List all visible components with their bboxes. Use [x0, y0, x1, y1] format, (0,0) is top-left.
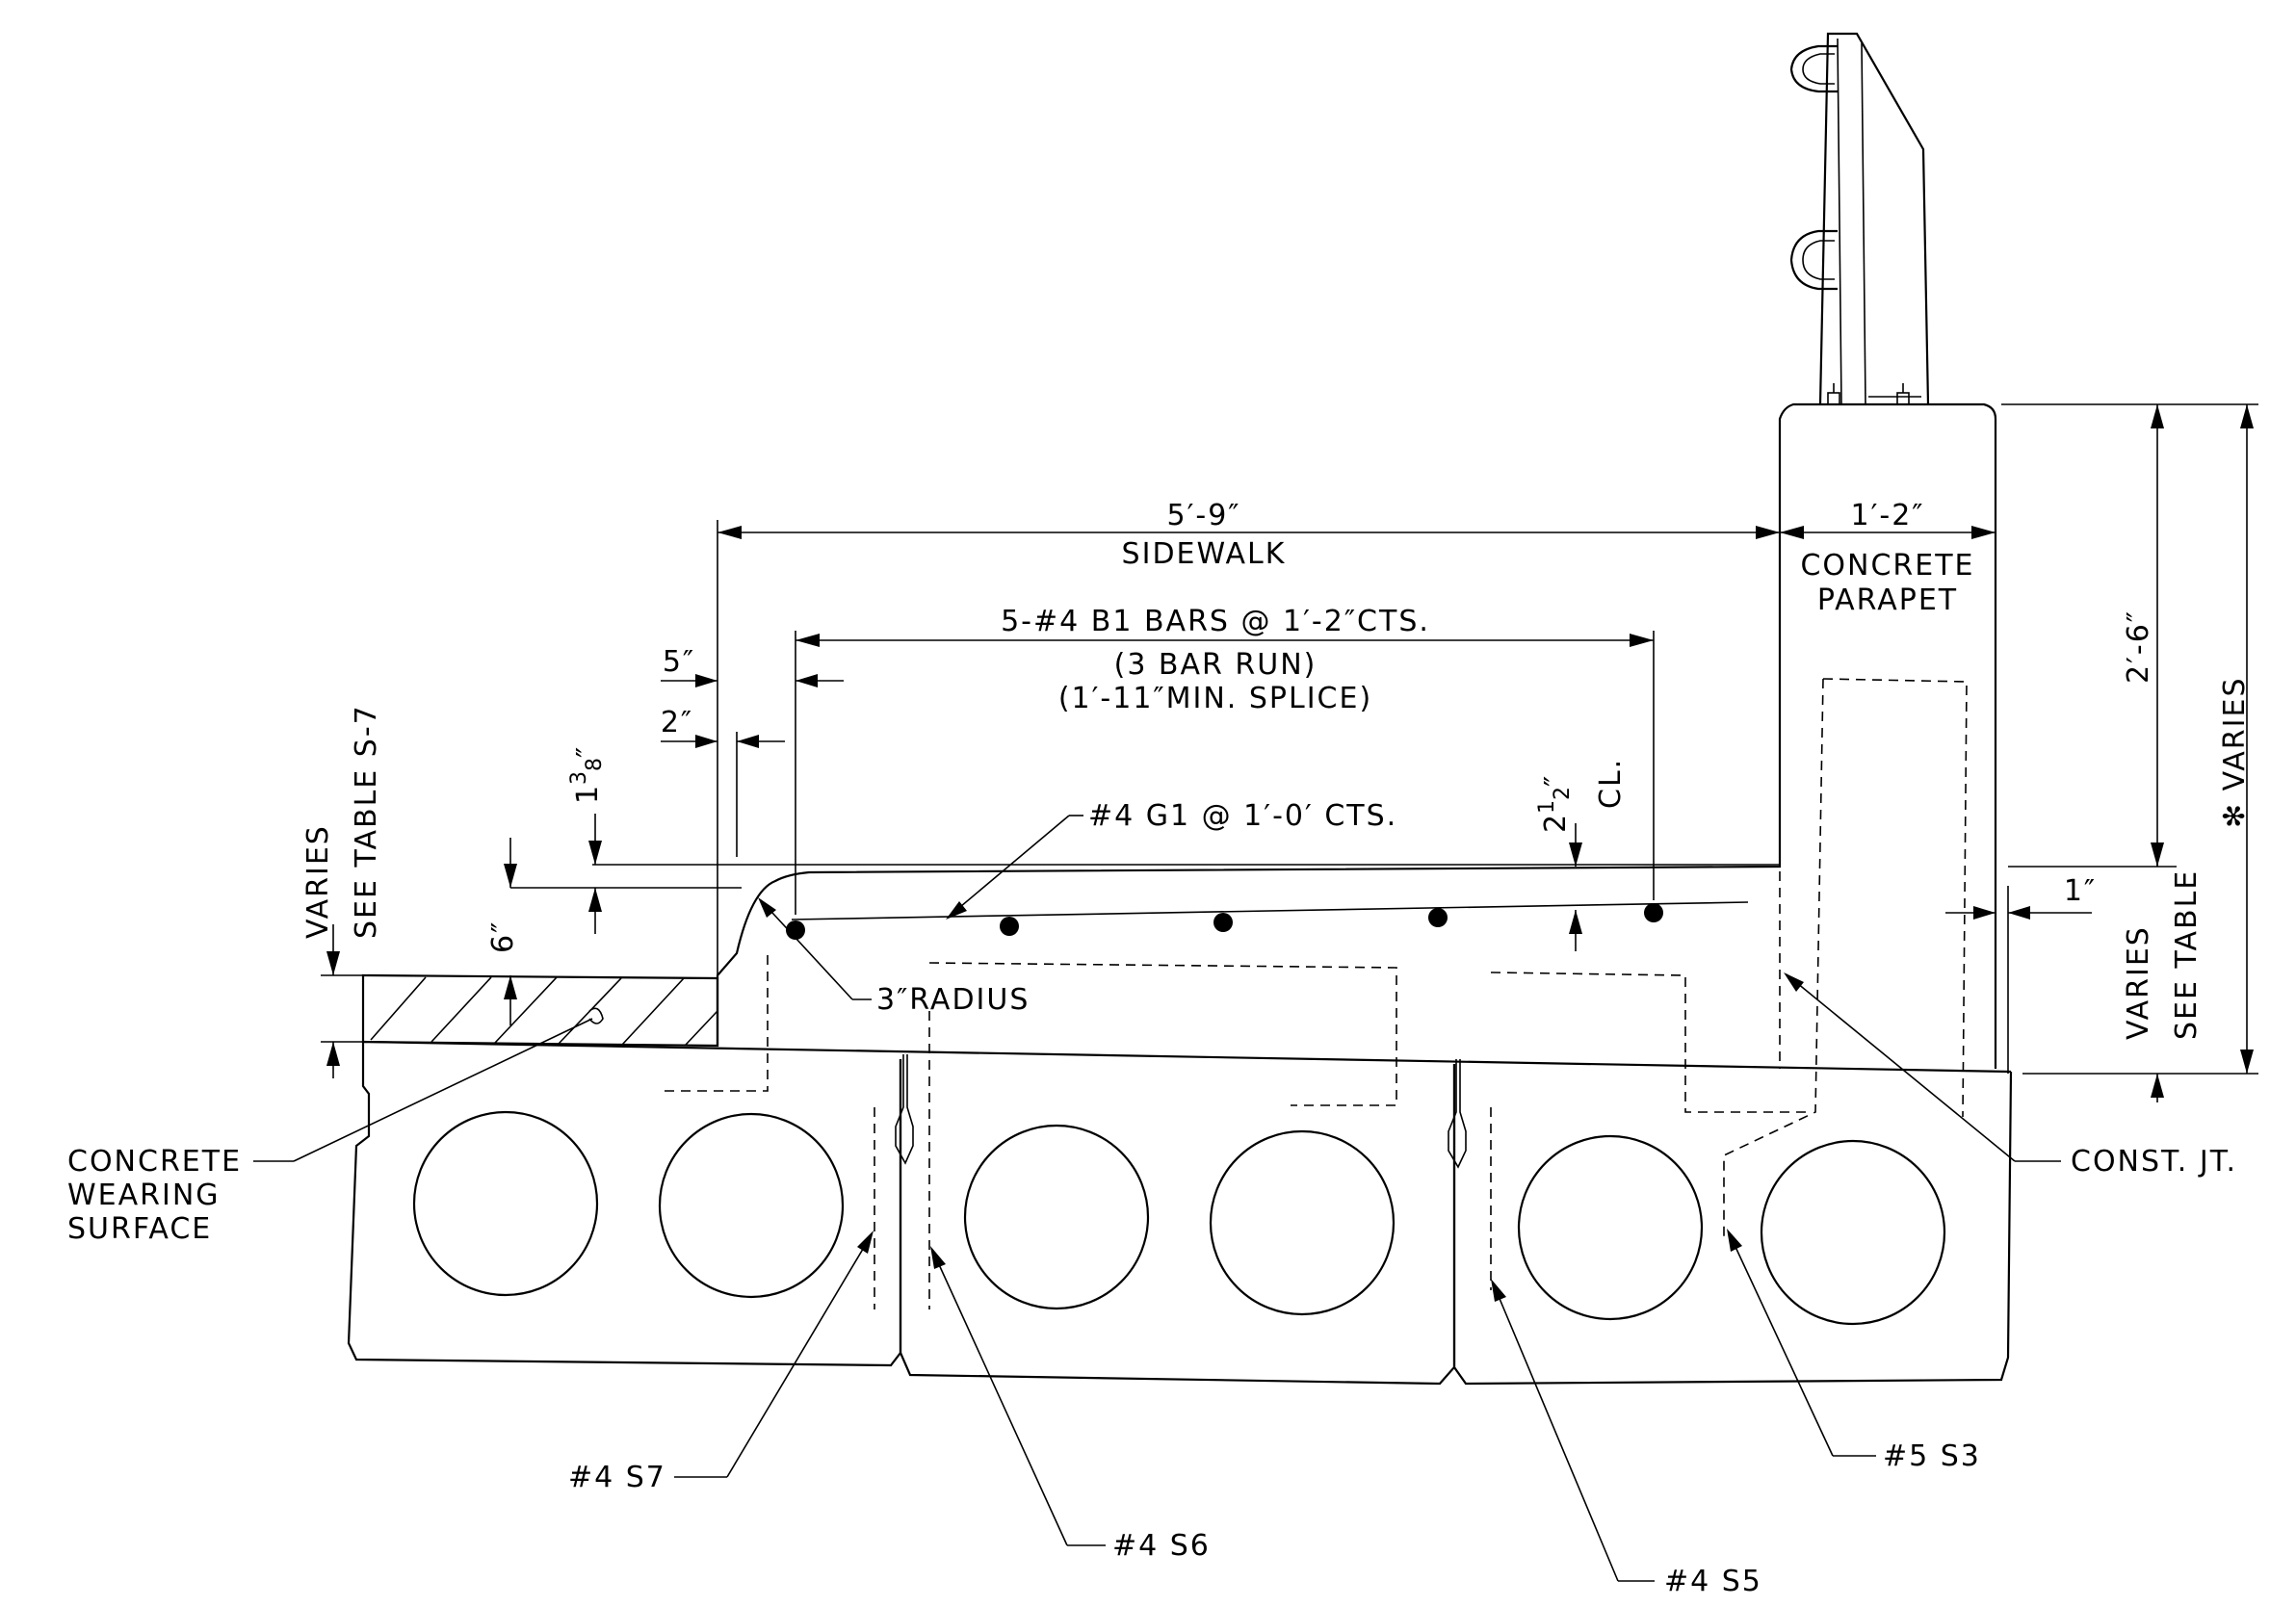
svg-text:1: 1: [1535, 800, 1559, 814]
b1-bars-label: 5-#4 B1 BARS @ 1′-2″CTS.: [1001, 605, 1430, 638]
b1-bar: [1428, 908, 1448, 927]
dimension-6in: 6″: [486, 920, 520, 953]
b1-bar: [786, 920, 805, 940]
concrete-parapet-label-1: CONCRETE: [1800, 549, 1974, 583]
varies-left-label: VARIES: [301, 824, 335, 939]
bar-run-label: (3 BAR RUN): [1114, 648, 1318, 682]
dimension-1in: 1″: [2064, 874, 2097, 908]
wearing-surface: [361, 973, 719, 1048]
dimension-5in: 5″: [663, 645, 695, 679]
b1-bar: [1000, 917, 1019, 936]
b1-bar: [1213, 913, 1233, 932]
varies-right-label: VARIES: [2122, 925, 2155, 1040]
s3-label: #5 S3: [1883, 1439, 1981, 1473]
sidewalk-label: SIDEWALK: [1122, 537, 1287, 571]
dimension-2in: 2″: [661, 706, 693, 739]
const-jt-label: CONST. JT.: [2071, 1145, 2237, 1179]
sidewalk-dimension: 5′-9″: [1166, 499, 1240, 532]
splice-label: (1′-11″MIN. SPLICE): [1058, 682, 1372, 715]
see-table-right-label: SEE TABLE: [2170, 869, 2204, 1040]
s7-label: #4 S7: [568, 1461, 666, 1494]
svg-text:3: 3: [567, 771, 591, 785]
wearing-surface-label-1: CONCRETE: [67, 1145, 242, 1179]
hidden-reinforcement: [665, 678, 1968, 1309]
svg-text:2: 2: [1551, 787, 1575, 800]
see-table-s7-label: SEE TABLE S-7: [350, 704, 383, 939]
s6-label: #4 S6: [1112, 1529, 1211, 1563]
dimension-1-3-8-in: 1 3 8 ″: [567, 745, 607, 804]
s5-label: #4 S5: [1664, 1565, 1762, 1598]
g1-bars-label: #4 G1 @ 1′-0′ CTS.: [1088, 799, 1397, 833]
svg-text:1: 1: [571, 784, 605, 804]
sidewalk-and-parapet-outline: [716, 402, 1997, 1069]
parapet-dimension: 1′-2″: [1850, 499, 1924, 532]
dimension-2-1-2-in: 2 1 2 ″: [1535, 774, 1575, 833]
annotations: 5′-9″ SIDEWALK 1′-2″ CONCRETE PARAPET 5-…: [67, 499, 2252, 1598]
dimension-2ft-6in: 2′-6″: [2122, 609, 2155, 684]
varies-star-label: ✻ VARIES: [2218, 677, 2252, 829]
reinforcing-bars: [786, 901, 1749, 940]
rail-post: [1789, 32, 1931, 405]
svg-text:″: ″: [571, 745, 605, 758]
svg-text:″: ″: [1539, 774, 1573, 787]
wearing-surface-label-3: SURFACE: [67, 1212, 212, 1246]
radius-label: 3″RADIUS: [876, 983, 1030, 1017]
leader-lines: [253, 815, 2061, 1582]
svg-text:8: 8: [583, 758, 607, 771]
dimension-lines: [321, 403, 2258, 1102]
centerline-label: CL.: [1594, 758, 1628, 809]
wearing-surface-label-2: WEARING: [67, 1179, 221, 1212]
box-beams: [347, 1040, 2013, 1386]
concrete-parapet-label-2: PARAPET: [1817, 583, 1958, 617]
svg-text:2: 2: [1539, 813, 1573, 833]
b1-bar: [1644, 903, 1663, 922]
